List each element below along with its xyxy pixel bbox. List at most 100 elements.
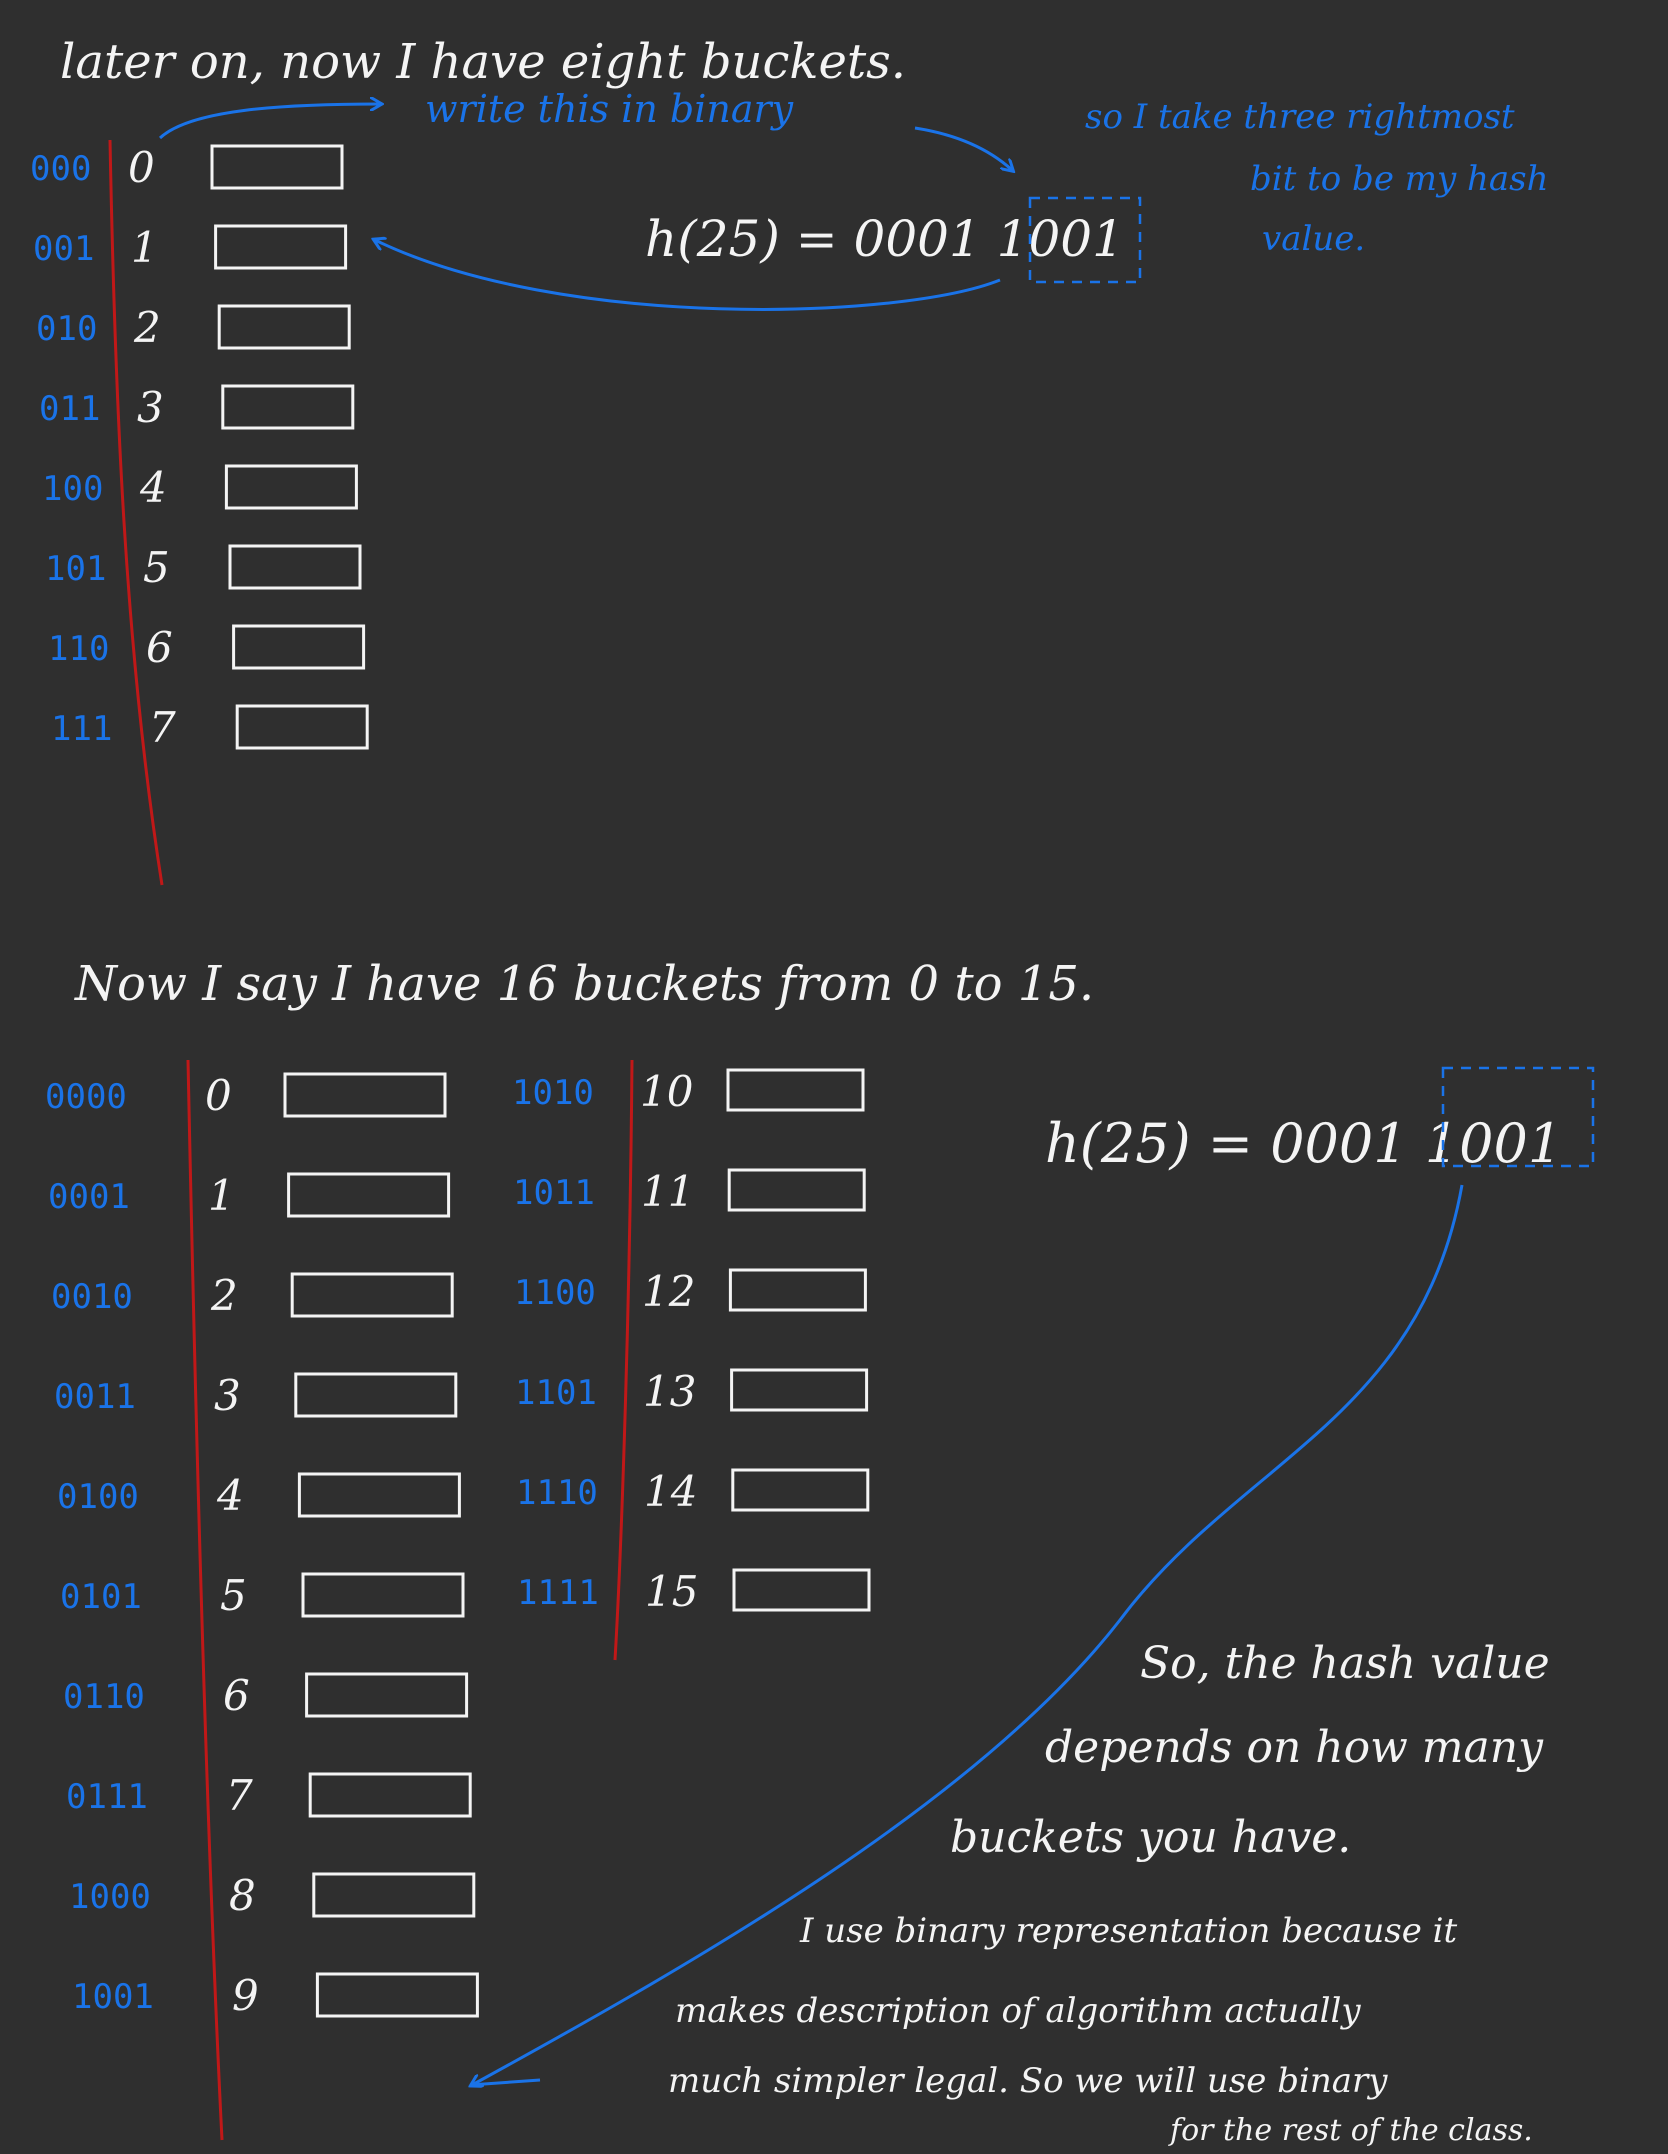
section2-right-divider-line (613, 1059, 634, 1661)
section2-left-divider-line (186, 1059, 224, 2141)
s1-bucket-binary-label: 010 (36, 309, 97, 349)
s1-bucket-binary-label: 011 (39, 389, 100, 429)
s2-right-bucket-bucket-box (730, 1368, 869, 1412)
s2-left-bucket-bucket-box (297, 1472, 461, 1518)
s2-left-bucket-index-label: 3 (214, 1371, 241, 1420)
s1-bucket-row: 010 2 (36, 303, 351, 352)
s1-bucket-row: 011 3 (39, 383, 355, 432)
s2-right-bucket-row: 1110 14 (516, 1467, 870, 1516)
s2-right-bucket-bucket-box (732, 1568, 871, 1612)
s2-right-bucket-index-label: 11 (641, 1167, 694, 1216)
s1-bucket-bucket-box (214, 224, 348, 270)
s2-left-bucket-binary-label: 0000 (45, 1077, 127, 1117)
section1-divider-line (108, 139, 164, 886)
s2-left-bucket-bucket-box (315, 1972, 479, 2018)
s2-left-bucket-index-label: 6 (223, 1671, 250, 1720)
s2-right-bucket-row: 1011 11 (513, 1167, 866, 1216)
s1-bucket-index-label: 6 (146, 623, 173, 672)
conclusion-line1: So, the hash value (1140, 1638, 1550, 1689)
note-line2: makes description of algorithm actually (675, 1991, 1361, 2031)
s2-left-bucket-row: 0110 6 (63, 1671, 469, 1720)
s1-bucket-bucket-box (217, 304, 351, 350)
s2-right-bucket-binary-label: 1100 (514, 1273, 596, 1313)
s2-left-bucket-bucket-box (287, 1172, 451, 1218)
s2-left-bucket-index-label: 9 (232, 1971, 259, 2020)
s1-bucket-index-label: 3 (137, 383, 164, 432)
s2-right-bucket-binary-label: 1110 (516, 1473, 598, 1513)
section2-hash-expression: h(25) = 0001 1001 (1045, 1112, 1562, 1175)
s1-bucket-binary-label: 110 (48, 629, 109, 669)
s1-bucket-bucket-box (235, 704, 369, 750)
s2-right-bucket-binary-label: 1011 (513, 1173, 595, 1213)
s2-left-bucket-row: 0011 3 (54, 1371, 458, 1420)
s2-left-bucket-bucket-box (308, 1772, 472, 1818)
s2-right-bucket-binary-label: 1111 (517, 1573, 599, 1613)
s1-bucket-row: 001 1 (33, 223, 348, 272)
note-line3: much simpler legal. So we will use binar… (668, 2061, 1388, 2101)
s1-bucket-bucket-box (228, 544, 362, 590)
note-line4: for the rest of the class. (1168, 2113, 1533, 2148)
arrow-hash-to-bucket1 (375, 240, 1001, 311)
section2-hash-dashed-box (1441, 1066, 1595, 1168)
s2-right-bucket-index-label: 15 (645, 1567, 698, 1616)
s1-bucket-index-label: 1 (131, 223, 158, 272)
s1-bucket-binary-label: 000 (30, 149, 91, 189)
s2-right-bucket-bucket-box (727, 1168, 866, 1212)
s2-left-bucket-index-label: 4 (216, 1471, 244, 1520)
s2-left-bucket-binary-label: 0110 (63, 1677, 145, 1717)
s2-left-bucket-binary-label: 0011 (54, 1377, 136, 1417)
s1-bucket-binary-label: 001 (33, 229, 94, 269)
s1-bucket-binary-label: 111 (51, 709, 112, 749)
s2-right-bucket-row: 1111 15 (517, 1567, 871, 1616)
note-write-binary: write this in binary (425, 87, 794, 131)
s2-left-bucket-bucket-box (283, 1072, 447, 1118)
s1-bucket-row: 110 6 (48, 623, 366, 672)
arrow-to-hash-bits (914, 126, 1012, 170)
s2-left-bucket-bucket-box (312, 1872, 476, 1918)
arrow-tail-stroke (469, 2078, 541, 2087)
note-rightmost-line1: so I take three rightmost (1085, 97, 1515, 137)
note-line1: I use binary representation because it (799, 1911, 1458, 1951)
s1-bucket-bucket-box (224, 464, 358, 510)
conclusion-line2: depends on how many (1045, 1722, 1544, 1773)
s1-bucket-index-label: 2 (133, 303, 161, 352)
note-rightmost-line2: bit to be my hash (1250, 159, 1549, 199)
s2-right-bucket-index-label: 10 (640, 1067, 693, 1116)
s2-left-bucket-binary-label: 0111 (66, 1777, 148, 1817)
s1-bucket-index-label: 7 (149, 703, 176, 752)
s2-right-bucket-binary-label: 1010 (512, 1073, 594, 1113)
s2-right-bucket-bucket-box (726, 1068, 865, 1112)
s2-left-bucket-binary-label: 0001 (48, 1177, 130, 1217)
s2-right-bucket-index-label: 14 (644, 1467, 697, 1516)
section1-hash-expression: h(25) = 0001 1001 (645, 210, 1124, 268)
section2-heading: Now I say I have 16 buckets from 0 to 15… (74, 956, 1094, 1012)
s2-left-bucket-index-label: 5 (220, 1571, 247, 1620)
s2-left-bucket-bucket-box (305, 1672, 469, 1718)
s1-bucket-bucket-box (232, 624, 366, 670)
s1-bucket-index-label: 4 (139, 463, 167, 512)
s1-bucket-row: 111 7 (51, 703, 369, 752)
s2-left-bucket-index-label: 1 (208, 1171, 235, 1220)
s1-bucket-bucket-box (210, 144, 344, 190)
s2-left-bucket-binary-label: 0100 (57, 1477, 139, 1517)
s1-bucket-bucket-box (221, 384, 355, 430)
s2-left-bucket-bucket-box (290, 1272, 454, 1318)
s2-left-bucket-row: 0001 1 (48, 1171, 451, 1220)
s2-left-bucket-bucket-box (294, 1372, 458, 1418)
s2-left-bucket-bucket-box (301, 1572, 465, 1618)
s2-left-bucket-index-label: 2 (210, 1271, 238, 1320)
arrow-to-binary-note (158, 104, 380, 140)
s2-left-bucket-index-label: 0 (205, 1071, 232, 1120)
